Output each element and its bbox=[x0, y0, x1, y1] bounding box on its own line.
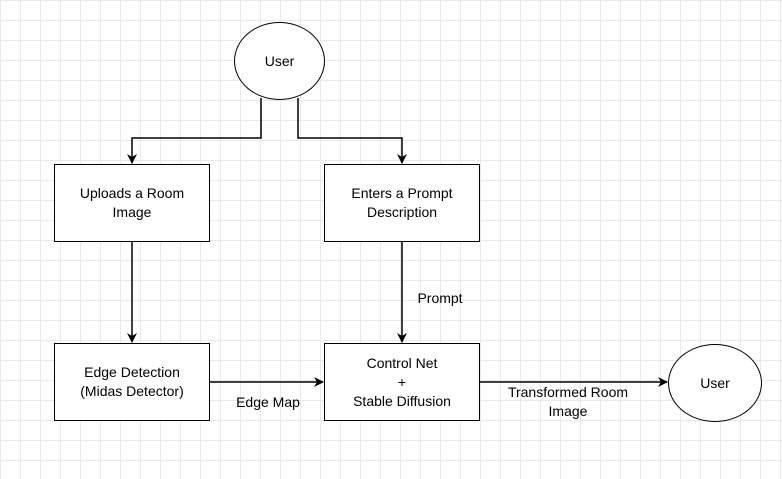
edge-map-edge-label: Edge Map bbox=[236, 394, 300, 410]
edge-user-to-prompt bbox=[297, 98, 407, 164]
enter-prompt-label: Enters a Prompt Description bbox=[351, 185, 453, 220]
user-start-node[interactable]: User bbox=[234, 22, 325, 100]
upload-room-image-label: Uploads a Room Image bbox=[79, 185, 185, 220]
prompt-edge-label: Prompt bbox=[417, 290, 463, 306]
enter-prompt-node[interactable]: Enters a Prompt Description bbox=[324, 164, 480, 242]
upload-room-image-node[interactable]: Uploads a Room Image bbox=[54, 164, 210, 242]
user-output-node[interactable]: User bbox=[668, 344, 762, 422]
transformed-image-edge-label: Transformed Room Image bbox=[507, 384, 629, 419]
edge-detection-label: Edge Detection (Midas Detector) bbox=[80, 364, 184, 399]
user-output-label: User bbox=[700, 374, 730, 391]
user-start-label: User bbox=[264, 52, 295, 69]
control-net-label: Control Net + Stable Diffusion bbox=[353, 354, 451, 409]
edge-user-to-upload bbox=[127, 98, 262, 164]
control-net-node[interactable]: Control Net + Stable Diffusion bbox=[324, 343, 480, 421]
edge-detection-node[interactable]: Edge Detection (Midas Detector) bbox=[54, 343, 210, 421]
